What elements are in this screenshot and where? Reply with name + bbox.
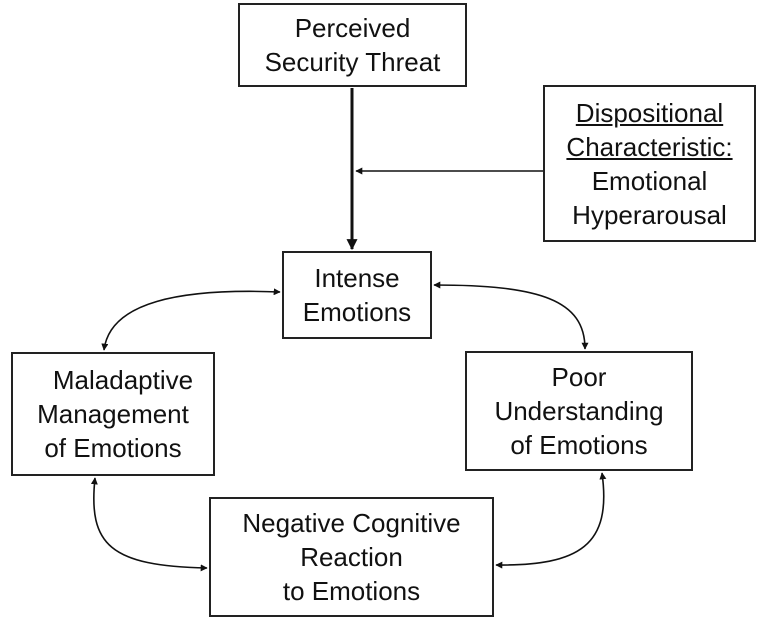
edge-maladapt-negative: [90, 477, 208, 572]
node-label-line: Maladaptive: [52, 365, 194, 395]
node-label-line: Understanding: [494, 396, 664, 426]
node-label-line: Reaction: [300, 542, 403, 572]
node-perceived-security-threat: Perceived Security Threat: [238, 3, 467, 87]
node-label-line: Poor: [551, 362, 607, 392]
node-label-line: of Emotions: [44, 433, 182, 463]
node-label-line: to Emotions: [282, 576, 421, 606]
node-heading-line: Characteristic:: [566, 131, 733, 162]
node-label-line: Emotions: [302, 297, 412, 327]
node-label-line: Hyperarousal: [572, 199, 727, 230]
edge-poor-negative: [495, 472, 607, 569]
node-label-line: Intense: [314, 263, 400, 293]
node-label-line: Security Threat: [264, 47, 441, 77]
node-heading-line: Dispositional: [575, 97, 724, 128]
edge-intense-maladapt: [101, 288, 281, 351]
node-negative-cognitive-reaction: Negative Cognitive Reaction to Emotions: [209, 497, 494, 617]
node-label-line: Negative Cognitive: [242, 508, 461, 538]
edge-intense-poor: [433, 281, 589, 350]
node-label-line: of Emotions: [510, 430, 648, 460]
node-label-line: Management: [37, 399, 189, 429]
node-maladaptive-management: Maladaptive Management of Emotions: [11, 352, 215, 476]
node-poor-understanding: Poor Understanding of Emotions: [465, 351, 693, 471]
node-dispositional-characteristic: Dispositional Characteristic: Emotional …: [543, 85, 756, 242]
node-label-line: Emotional: [591, 165, 708, 196]
node-intense-emotions: Intense Emotions: [282, 251, 432, 339]
node-label-line: Perceived: [294, 13, 411, 43]
